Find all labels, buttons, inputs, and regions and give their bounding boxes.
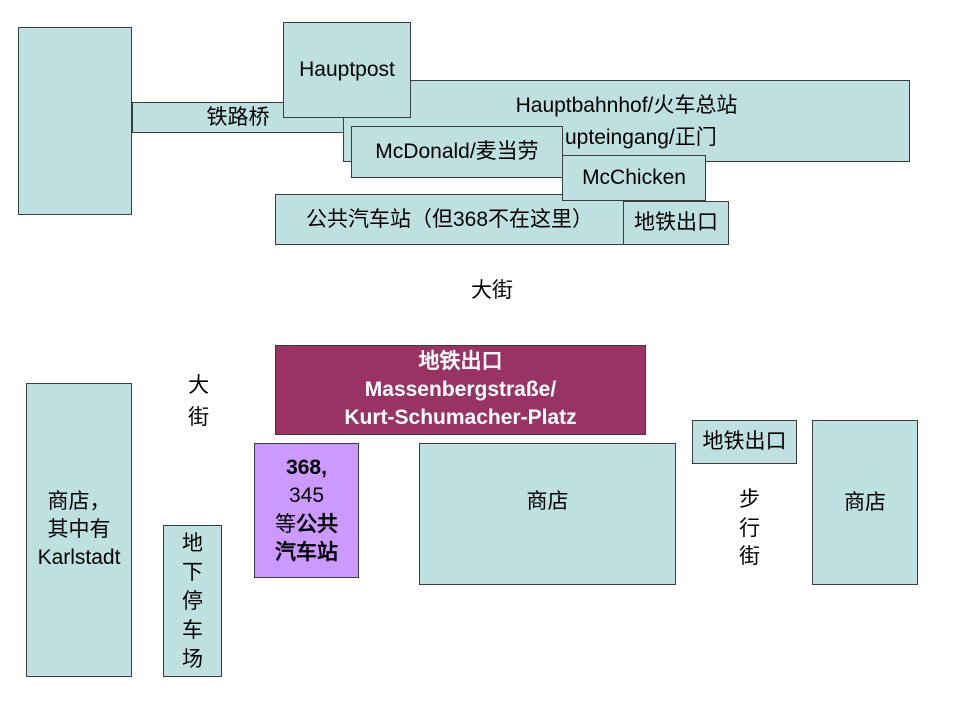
bus-station-north: 公共汽车站（但368不在这里） (275, 194, 624, 245)
subway-exit-north-label: 地铁出口 (634, 211, 718, 234)
subway-exit-main-line2: Massenbergstraße/ (364, 378, 557, 401)
shops-middle-label: 商店 (526, 490, 569, 513)
shops-karlstadt: 商店， 其中有 Karlstadt (26, 383, 132, 677)
underground-parking-label: 地下停车场 (182, 531, 203, 671)
subway-exit-massenbergstrasse: 地铁出口 Massenbergstraße/ Kurt-Schumacher-P… (275, 345, 646, 435)
mcdonalds-label: McDonald/麦当劳 (375, 140, 539, 163)
bus-stop-368-line3-b: 公共 (296, 512, 338, 536)
subway-exit-east: 地铁出口 (692, 420, 797, 464)
shops-karlstadt-line3: Karlstadt (37, 546, 121, 569)
shops-middle: 商店 (419, 443, 676, 585)
main-street-label: 大街 (471, 279, 513, 302)
bus-stop-368: 368, 345 等公共 汽车站 (254, 443, 359, 578)
main-street-vertical-label: 大街 (188, 374, 210, 429)
top-left-building (18, 27, 132, 215)
hauptpost-building: Hauptpost (283, 22, 411, 118)
shops-right: 商店 (812, 420, 918, 585)
hauptbahnhof-title: Hauptbahnhof/火车总站 (515, 94, 738, 117)
shops-right-label: 商店 (844, 490, 886, 514)
bus-stop-368-line3-a: 等 (275, 512, 296, 536)
subway-exit-north: 地铁出口 (623, 201, 729, 245)
bus-stop-368-line1: 368, (286, 455, 327, 479)
bus-station-north-label: 公共汽车站（但368不在这里） (305, 207, 594, 231)
subway-exit-east-label: 地铁出口 (702, 430, 787, 453)
mcchicken-building: McChicken (562, 155, 706, 201)
bus-stop-368-line3: 等公共 (275, 511, 338, 540)
subway-exit-main-line3: Kurt-Schumacher-Platz (344, 406, 577, 429)
underground-parking: 地下停车场 (163, 525, 222, 677)
mcdonalds-building: McDonald/麦当劳 (351, 126, 563, 178)
hauptbahnhof-main-entrance: upteingang/正门 (565, 126, 717, 149)
hauptbahnhof-building: Hauptbahnhof/火车总站 upteingang/正门 (343, 80, 910, 162)
pedestrian-street-label: 步行街 (739, 488, 761, 568)
hauptpost-label: Hauptpost (299, 58, 395, 81)
mcchicken-label: McChicken (582, 166, 686, 189)
shops-karlstadt-line1: 商店， (47, 490, 111, 513)
subway-exit-main-line1: 地铁出口 (418, 350, 503, 373)
shops-karlstadt-line2: 其中有 (47, 518, 111, 541)
bus-stop-368-line2: 345 (288, 484, 325, 507)
railway-bridge-label: 铁路桥 (206, 105, 270, 129)
bus-stop-368-line4: 汽车站 (275, 541, 338, 564)
